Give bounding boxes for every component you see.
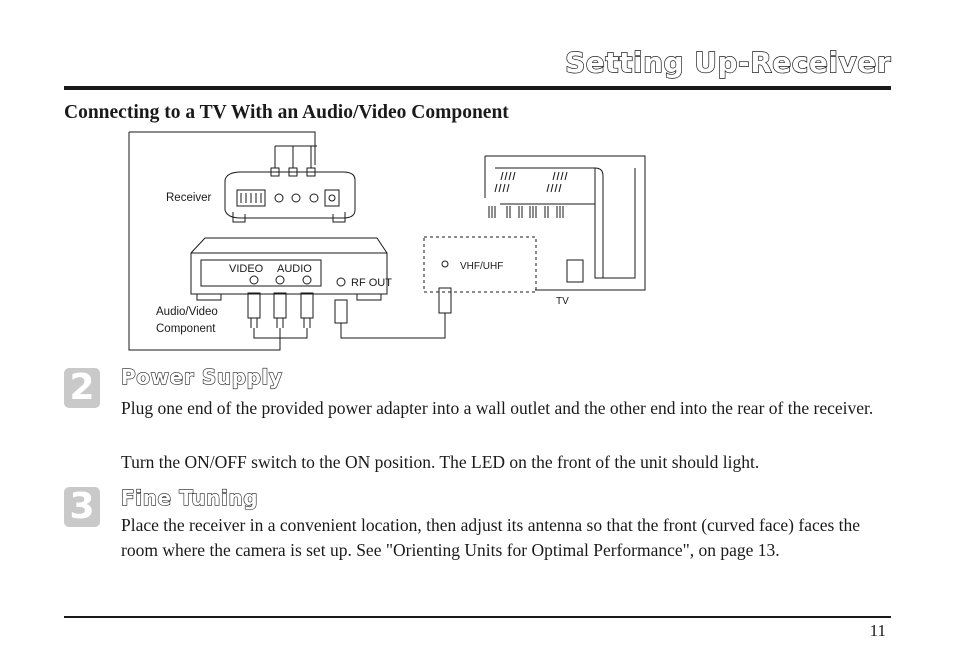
tv-label: TV [556,296,569,307]
step-number-badge: 3 [64,487,100,527]
vhf-uhf-label: VHF/UHF [460,261,503,272]
video-label: VIDEO [229,263,264,275]
receiver-label: Receiver [166,192,212,204]
rf-out-jack [336,277,346,287]
cable-av-bottom [253,328,308,339]
step-title-fine-tuning: Fine Tuning [120,485,259,510]
receiver-power-jack [324,189,340,207]
tv-antenna-box [423,236,537,293]
step-number-badge: 2 [64,368,100,408]
tv-panel [566,259,584,283]
page-number: 11 [869,621,886,640]
av-label-line1: Audio/Video [156,306,218,318]
av-jack-panel [200,259,322,287]
receiver-display [236,189,266,207]
tv-front [485,155,646,291]
cable-rf [340,313,446,339]
step-paragraph: Plug one end of the provided power adapt… [121,398,874,418]
audio-label: AUDIO [277,263,312,275]
page-title: Setting Up-Receiver [564,45,891,79]
rf-out-label: RF OUT [351,277,392,289]
section-heading: Connecting to a TV With an Audio/Video C… [64,102,509,123]
cable-receiver-loop [129,131,316,165]
step-paragraph: Place the receiver in a convenient locat… [121,515,861,560]
header-rule [64,86,891,90]
cable-av-loop [128,132,281,351]
step-paragraph: Turn the ON/OFF switch to the ON positio… [121,452,760,472]
receiver-body [224,171,356,219]
step-title-power-supply: Power Supply [120,364,283,389]
connection-diagram: Receiver VIDEO AUDIO RF OUT Audio/Video … [128,131,646,351]
av-label-line2: Component [156,323,216,335]
footer-rule [64,616,891,618]
